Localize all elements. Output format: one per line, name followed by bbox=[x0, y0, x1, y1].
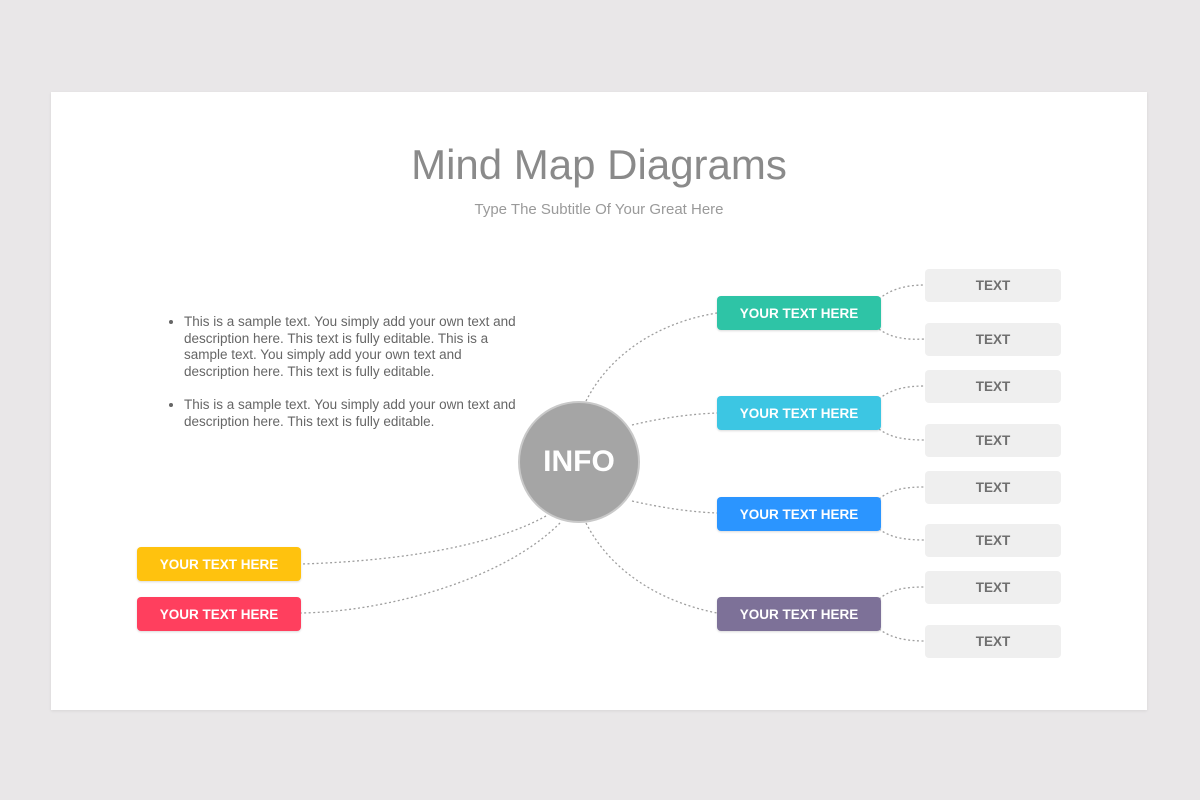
left-branch-1: YOUR TEXT HERE bbox=[137, 547, 301, 581]
slide-title: Mind Map Diagrams bbox=[411, 141, 787, 188]
leaf-4-1-label: TEXT bbox=[975, 580, 1011, 595]
right-branch-1: YOUR TEXT HERE bbox=[717, 296, 881, 330]
leaf-4-1: TEXT bbox=[925, 571, 1061, 604]
right-branch-3: YOUR TEXT HERE bbox=[717, 497, 881, 531]
connector-b4-leaf-2 bbox=[878, 628, 926, 642]
right-branch-4: YOUR TEXT HERE bbox=[717, 597, 881, 631]
leaf-2-1: TEXT bbox=[925, 370, 1061, 403]
connector-center-branch-1 bbox=[585, 312, 718, 402]
connector-b1-leaf-1 bbox=[878, 284, 926, 300]
connector-b4-leaf-1 bbox=[878, 586, 926, 600]
slide-subtitle: Type The Subtitle Of Your Great Here bbox=[474, 201, 724, 218]
slide: Mind Map Diagrams Type The Subtitle Of Y… bbox=[51, 92, 1147, 710]
leaf-1-1: TEXT bbox=[925, 269, 1061, 302]
leaf-3-2-label: TEXT bbox=[975, 533, 1011, 548]
connector-center-left-1 bbox=[300, 515, 547, 565]
leaf-1-2: TEXT bbox=[925, 323, 1061, 356]
leaf-2-2-label: TEXT bbox=[975, 433, 1011, 448]
connector-b3-leaf-2 bbox=[878, 528, 926, 541]
leaf-4-2-label: TEXT bbox=[975, 634, 1011, 649]
right-branch-2: YOUR TEXT HERE bbox=[717, 396, 881, 430]
left-branch-2-label: YOUR TEXT HERE bbox=[159, 606, 279, 622]
leaf-3-1: TEXT bbox=[925, 471, 1061, 504]
leaf-4-2: TEXT bbox=[925, 625, 1061, 658]
left-branch-1-label: YOUR TEXT HERE bbox=[159, 556, 279, 572]
connector-center-branch-3 bbox=[631, 500, 718, 514]
right-branch-4-label: YOUR TEXT HERE bbox=[739, 606, 859, 622]
leaf-2-2: TEXT bbox=[925, 424, 1061, 457]
connector-center-branch-2 bbox=[631, 412, 718, 426]
left-branch-2: YOUR TEXT HERE bbox=[137, 597, 301, 631]
leaf-2-1-label: TEXT bbox=[975, 379, 1011, 394]
right-branch-3-label: YOUR TEXT HERE bbox=[739, 506, 859, 522]
connector-b2-leaf-1 bbox=[878, 385, 926, 400]
leaf-3-1-label: TEXT bbox=[975, 480, 1011, 495]
center-node-label: INFO bbox=[543, 445, 615, 478]
right-branch-2-label: YOUR TEXT HERE bbox=[739, 405, 859, 421]
connector-center-left-2 bbox=[300, 522, 561, 614]
bullet-item-2: This is a sample text. You simply add yo… bbox=[184, 397, 524, 430]
connector-b1-leaf-2 bbox=[878, 328, 926, 340]
leaf-1-2-label: TEXT bbox=[975, 332, 1011, 347]
bullet-item-1: This is a sample text. You simply add yo… bbox=[184, 314, 524, 380]
connector-center-branch-4 bbox=[585, 522, 718, 614]
connector-lines bbox=[300, 284, 926, 642]
center-node: INFO bbox=[518, 401, 640, 523]
bullet-list: This is a sample text. You simply add yo… bbox=[164, 314, 524, 447]
connector-b2-leaf-2 bbox=[878, 428, 926, 441]
connector-b3-leaf-1 bbox=[878, 486, 926, 500]
right-branch-1-label: YOUR TEXT HERE bbox=[739, 305, 859, 321]
leaf-3-2: TEXT bbox=[925, 524, 1061, 557]
leaf-1-1-label: TEXT bbox=[975, 278, 1011, 293]
